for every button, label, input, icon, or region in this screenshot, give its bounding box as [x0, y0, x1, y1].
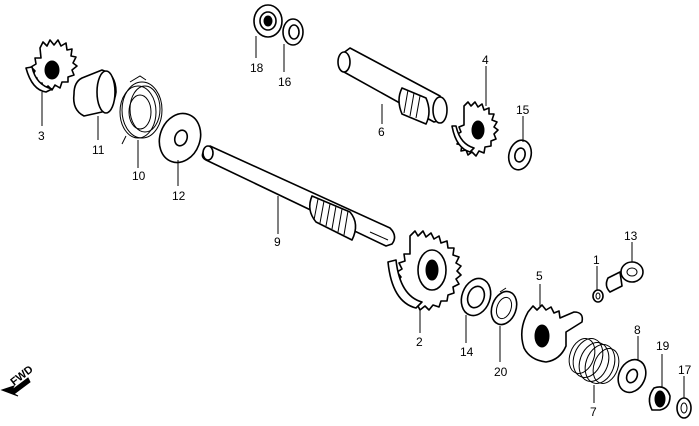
callout-18: 18: [250, 61, 264, 75]
callout-19: 19: [656, 339, 670, 353]
callout-16: 16: [278, 75, 292, 89]
callout-5: 5: [536, 269, 543, 283]
part-12-washer: [158, 112, 202, 164]
part-7-spring: [568, 338, 620, 384]
callout-10: 10: [132, 169, 146, 183]
fwd-arrow-icon: [0, 377, 31, 397]
callout-1: 1: [593, 253, 600, 267]
callout-2: 2: [416, 335, 423, 349]
part-20-circlip: [490, 287, 518, 326]
part-16-washer: [282, 18, 304, 46]
part-11-bushing: [72, 69, 117, 117]
part-18-bearing: [253, 4, 283, 38]
part-17-washer: [676, 397, 692, 419]
callout-17: 17: [678, 363, 692, 377]
leader-lines: [41, 36, 685, 403]
part-3-gear: [25, 39, 78, 93]
callout-3: 3: [38, 129, 45, 143]
callout-9: 9: [274, 235, 281, 249]
part-2-gear: [387, 230, 462, 311]
part-13-bolt: [605, 261, 644, 293]
callout-8: 8: [634, 323, 641, 337]
part-14-washer: [460, 277, 492, 317]
callout-11: 11: [92, 143, 105, 157]
part-1-clip: [592, 289, 604, 303]
part-5-ratchet: [520, 304, 584, 363]
part-19-collar: [648, 386, 671, 411]
part-15-washer: [507, 139, 533, 171]
callout-12: 12: [172, 189, 186, 203]
part-8-washer: [617, 358, 647, 394]
part-4-gear: [451, 101, 499, 157]
part-6-shaft: [337, 47, 448, 125]
part-10-spring: [119, 75, 163, 145]
callout-4: 4: [482, 53, 489, 67]
part-9-shaft: [201, 145, 396, 247]
callout-6: 6: [378, 125, 385, 139]
callout-14: 14: [460, 345, 474, 359]
callout-13: 13: [624, 229, 638, 243]
callout-15: 15: [516, 103, 530, 117]
callout-7: 7: [590, 405, 597, 419]
callout-20: 20: [494, 365, 508, 379]
